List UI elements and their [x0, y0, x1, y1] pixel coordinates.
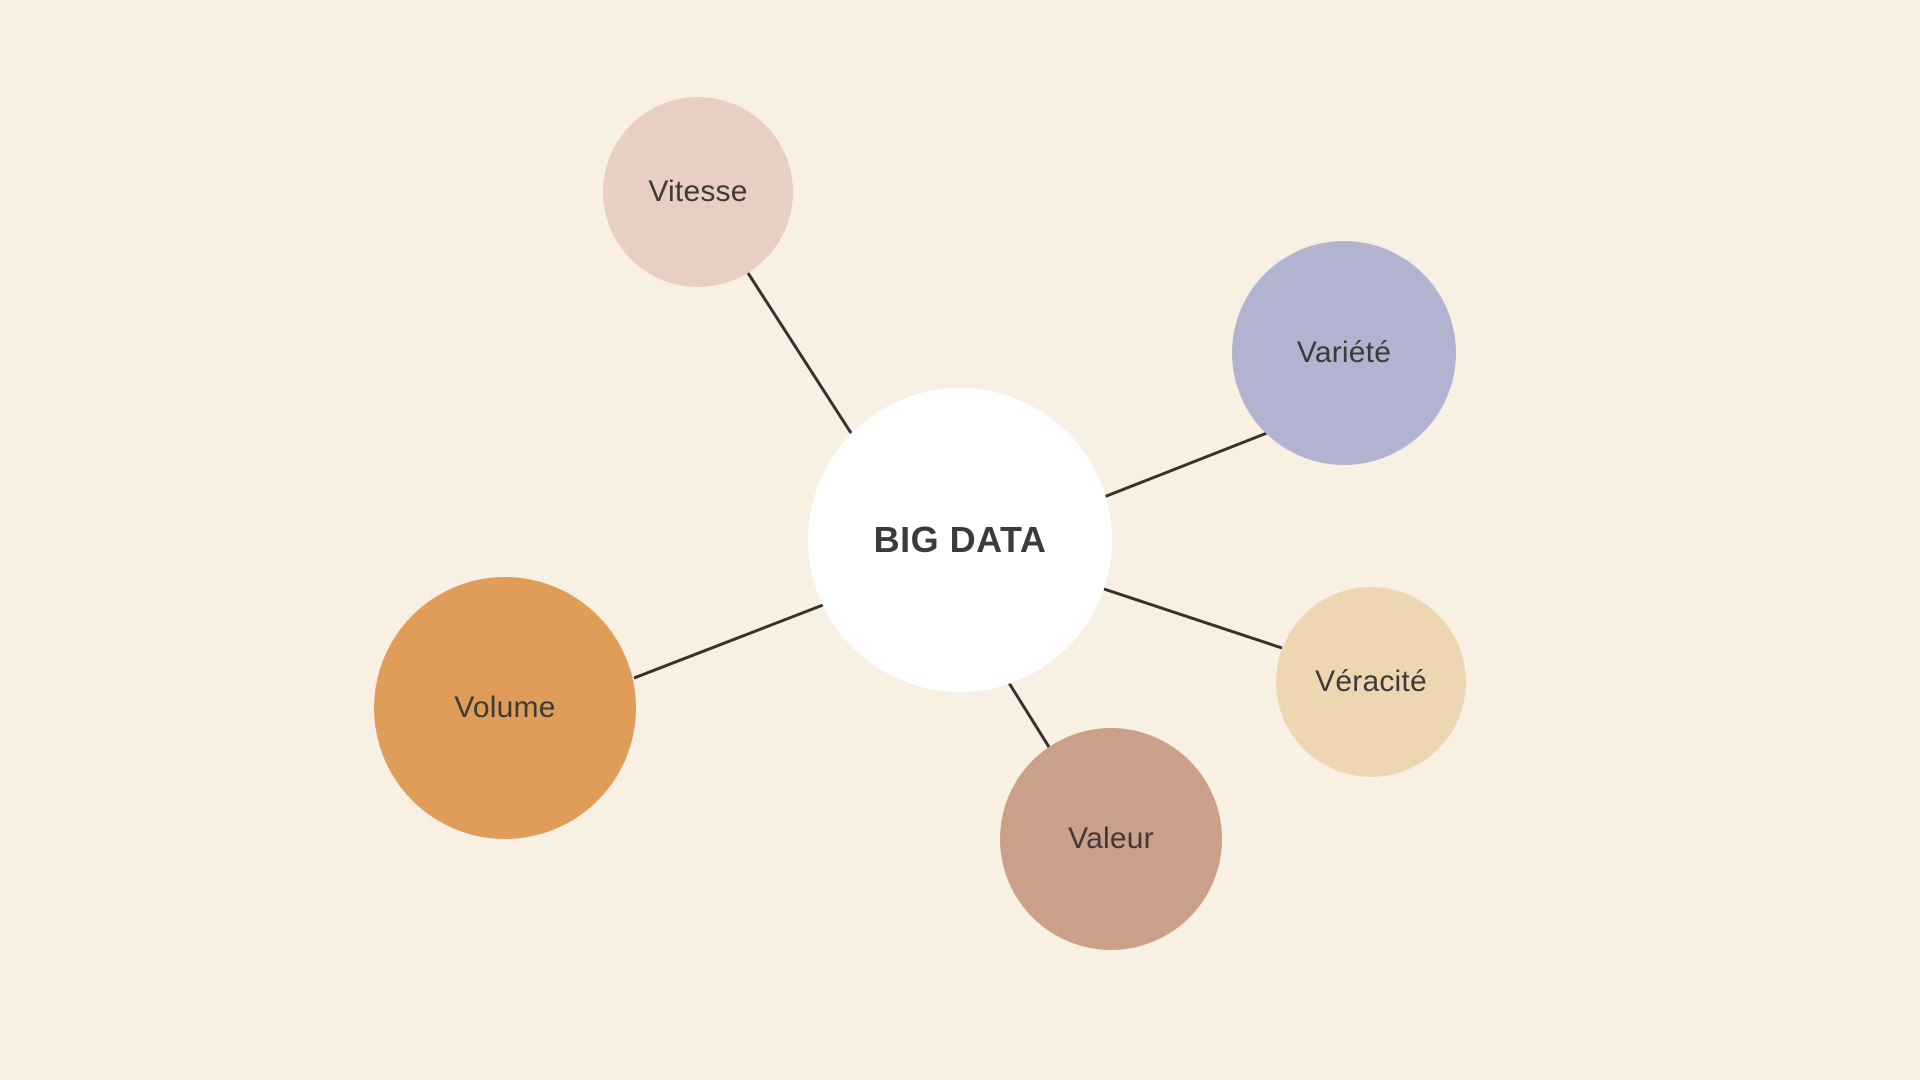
center-node-big-data: BIG DATA: [808, 388, 1112, 692]
node-veracite: Véracité: [1276, 587, 1466, 777]
node-label-veracite: Véracité: [1315, 665, 1427, 698]
node-label-valeur: Valeur: [1068, 822, 1154, 855]
connector-variete: [1103, 431, 1268, 499]
center-node-label: BIG DATA: [873, 519, 1047, 560]
node-valeur: Valeur: [1000, 728, 1222, 950]
node-label-volume: Volume: [454, 691, 556, 724]
connector-valeur: [1007, 682, 1051, 748]
node-volume: Volume: [374, 577, 636, 839]
connector-vitesse: [746, 272, 853, 434]
node-variete: Variété: [1232, 241, 1456, 465]
node-label-variete: Variété: [1296, 336, 1392, 369]
connector-volume: [633, 603, 824, 680]
connector-veracite: [1103, 587, 1283, 650]
node-label-vitesse: Vitesse: [648, 175, 748, 208]
node-vitesse: Vitesse: [603, 97, 793, 287]
